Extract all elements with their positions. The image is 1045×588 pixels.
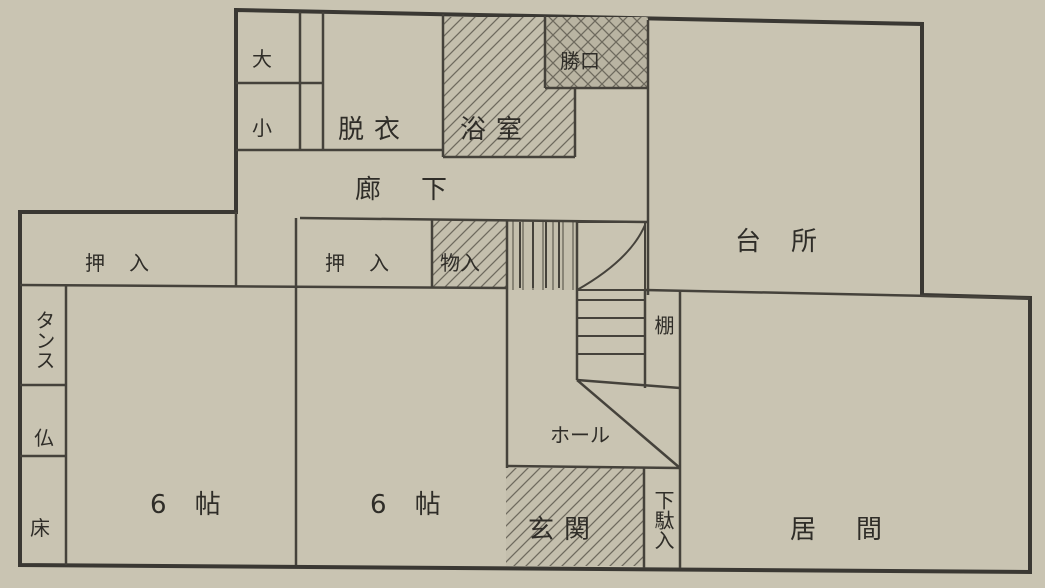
entrance-area — [506, 468, 644, 566]
hall-label: ホール — [550, 423, 610, 447]
shelf-label: 棚 — [651, 315, 675, 335]
stair-area — [507, 220, 577, 290]
shoe-box-label: 下駄入 — [651, 490, 675, 550]
storage-label: 物入 — [440, 251, 480, 275]
hall-diagonal-wall — [576, 379, 681, 469]
back-door-label: 勝口 — [560, 49, 600, 73]
back-door-area — [545, 17, 648, 89]
corridor-label: 廊下 — [355, 175, 487, 205]
living-room-label: 居間 — [790, 515, 922, 545]
tatami-room-mid-label: 6 帖 — [370, 490, 451, 520]
bath-label: 浴室 — [460, 115, 532, 145]
closet-left-label: 押入 — [85, 251, 173, 275]
storage-area — [432, 220, 507, 288]
interior-walls — [19, 12, 1031, 568]
tansu-label: タンス — [32, 310, 56, 370]
toilet-small-label: 小 — [252, 116, 272, 140]
tatami-room-left-label: 6 帖 — [150, 490, 231, 520]
dressing-room-label: 脱衣 — [338, 115, 410, 145]
building-outline — [18, 7, 1032, 575]
closet-mid-label: 押入 — [325, 251, 413, 275]
butsudan-label: 仏 — [34, 426, 54, 450]
kitchen-label: 台所 — [735, 227, 847, 257]
entrance-label: 玄関 — [528, 515, 600, 545]
toko-label: 床 — [30, 516, 50, 540]
staircase — [519, 221, 646, 355]
toilet-large-label: 大 — [252, 47, 272, 71]
